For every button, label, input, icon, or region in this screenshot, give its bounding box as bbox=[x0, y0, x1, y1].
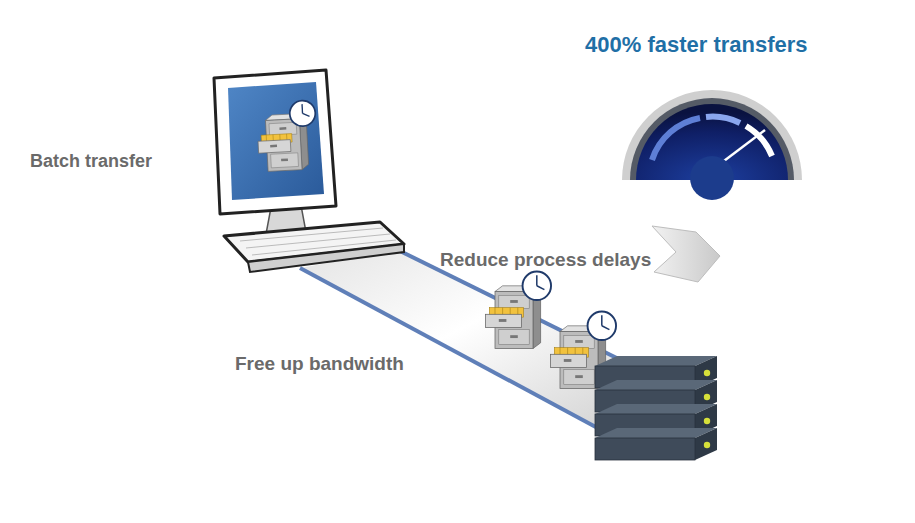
region-text: Free up bandwidth bbox=[235, 353, 404, 375]
region-text: Reduce process delays bbox=[440, 249, 651, 271]
ellipse-shape bbox=[185, 205, 720, 405]
annotation-label: Batch transfer bbox=[30, 151, 152, 172]
title: 400% faster transfers bbox=[585, 32, 808, 58]
region-ellipse: Reduce process delaysFree up bandwidth bbox=[185, 205, 720, 405]
ellipse-fill bbox=[185, 205, 720, 405]
